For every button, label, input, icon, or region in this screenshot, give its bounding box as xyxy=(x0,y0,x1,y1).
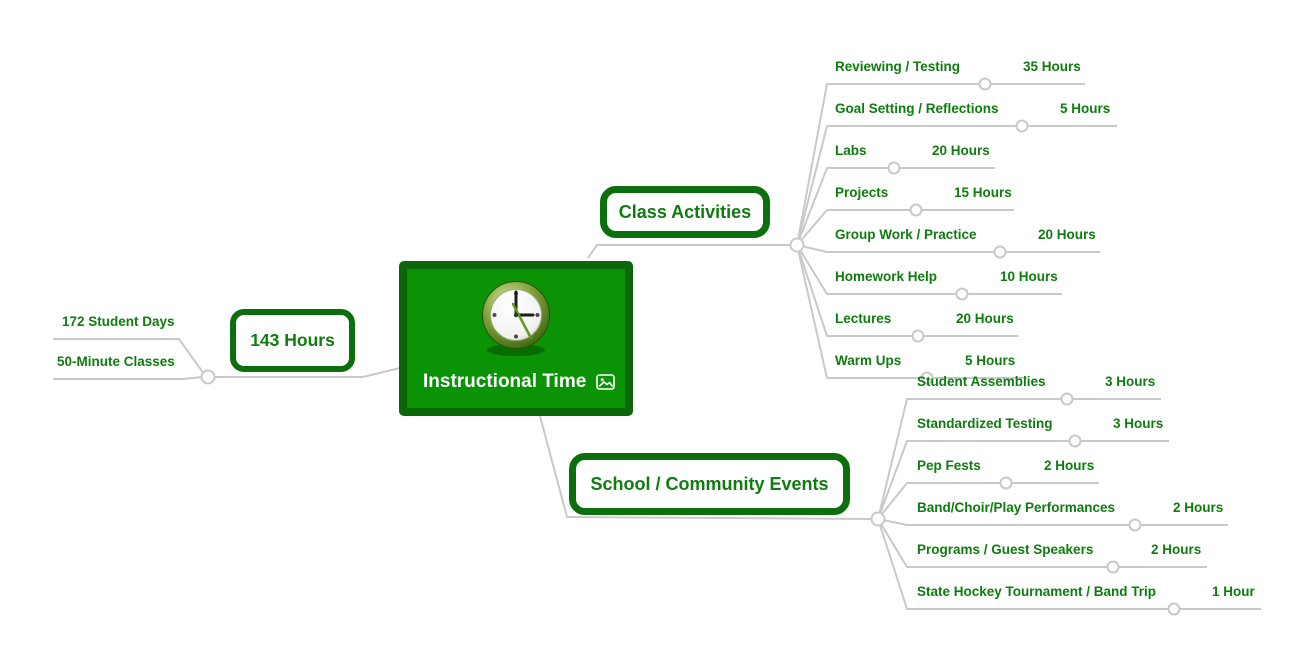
root-node-instructional-time[interactable]: Instructional Time xyxy=(399,261,633,416)
branch-connector xyxy=(587,244,792,259)
branch-node-school-community-events[interactable]: School / Community Events xyxy=(569,453,850,515)
child-toggle[interactable] xyxy=(911,329,925,343)
branch-node-143-hours[interactable]: 143 Hours xyxy=(230,309,355,372)
child-node-label[interactable]: Group Work / Practice xyxy=(835,227,977,242)
child-node-label[interactable]: Lectures xyxy=(835,311,892,326)
child-connector xyxy=(796,244,1100,253)
child-connector xyxy=(877,518,1261,610)
child-node-label[interactable]: Standardized Testing xyxy=(917,416,1053,431)
branch-node-label: 143 Hours xyxy=(250,330,335,350)
child-connector xyxy=(796,244,1062,295)
child-connector xyxy=(877,440,1169,520)
child-node-value[interactable]: 10 Hours xyxy=(1000,269,1058,284)
child-node-label[interactable]: Programs / Guest Speakers xyxy=(917,542,1094,557)
child-node-value[interactable]: 5 Hours xyxy=(1060,101,1111,116)
branch-connector xyxy=(53,338,205,375)
branch-toggle[interactable] xyxy=(789,237,805,253)
child-node-label[interactable]: State Hockey Tournament / Band Trip xyxy=(917,584,1157,599)
branch-node-class-activities[interactable]: Class Activities xyxy=(600,186,770,238)
child-node-value[interactable]: 1 Hour xyxy=(1212,584,1255,599)
branch-node-label: School / Community Events xyxy=(590,473,829,494)
child-toggle[interactable] xyxy=(978,77,992,91)
child-node-value[interactable]: 5 Hours xyxy=(965,353,1016,368)
child-node-value[interactable]: 2 Hours xyxy=(1044,458,1095,473)
child-toggle[interactable] xyxy=(887,161,901,175)
child-node-label[interactable]: Student Assemblies xyxy=(917,374,1046,389)
root-node-label: Instructional Time xyxy=(423,371,587,392)
child-connector xyxy=(796,83,1085,246)
child-node-label[interactable]: Goal Setting / Reflections xyxy=(835,101,999,116)
child-toggle[interactable] xyxy=(993,245,1007,259)
image-icon[interactable] xyxy=(596,374,616,390)
child-node-value[interactable]: 35 Hours xyxy=(1023,59,1081,74)
child-node-label[interactable]: Labs xyxy=(835,143,867,158)
child-toggle[interactable] xyxy=(999,476,1013,490)
child-connector xyxy=(796,244,1027,379)
child-connector xyxy=(796,209,1014,246)
child-node-value[interactable]: 2 Hours xyxy=(1151,542,1202,557)
child-node-value[interactable]: 20 Hours xyxy=(932,143,990,158)
child-node-label[interactable]: 172 Student Days xyxy=(62,314,175,329)
child-node-label[interactable]: Reviewing / Testing xyxy=(835,59,961,74)
child-node-label[interactable]: Warm Ups xyxy=(835,353,902,368)
child-toggle[interactable] xyxy=(1015,119,1029,133)
child-connector xyxy=(877,398,1161,520)
child-connector xyxy=(877,482,1099,520)
child-node-label[interactable]: 50-Minute Classes xyxy=(57,354,175,369)
child-node-value[interactable]: 20 Hours xyxy=(1038,227,1096,242)
child-node-value[interactable]: 3 Hours xyxy=(1113,416,1164,431)
child-node-label[interactable]: Pep Fests xyxy=(917,458,981,473)
child-toggle[interactable] xyxy=(1167,602,1181,616)
child-toggle[interactable] xyxy=(909,203,923,217)
child-toggle[interactable] xyxy=(1106,560,1120,574)
child-node-label[interactable]: Band/Choir/Play Performances xyxy=(917,500,1116,515)
child-node-value[interactable]: 2 Hours xyxy=(1173,500,1224,515)
child-node-label[interactable]: Homework Help xyxy=(835,269,938,284)
branch-node-label: Class Activities xyxy=(618,201,752,222)
clock-image[interactable] xyxy=(471,277,561,361)
child-toggle[interactable] xyxy=(1128,518,1142,532)
child-toggle[interactable] xyxy=(920,371,934,385)
child-toggle[interactable] xyxy=(955,287,969,301)
branch-connector xyxy=(539,415,874,520)
child-node-label[interactable]: Projects xyxy=(835,185,889,200)
branch-toggle[interactable] xyxy=(870,511,886,527)
branch-connector xyxy=(214,367,401,378)
child-node-value[interactable]: 3 Hours xyxy=(1105,374,1156,389)
branch-toggle[interactable] xyxy=(200,369,216,385)
child-toggle[interactable] xyxy=(1060,392,1074,406)
child-connector xyxy=(796,244,1018,337)
child-toggle[interactable] xyxy=(1068,434,1082,448)
child-node-value[interactable]: 20 Hours xyxy=(956,311,1014,326)
branch-connector xyxy=(53,376,203,380)
child-node-value[interactable]: 15 Hours xyxy=(954,185,1012,200)
child-connector xyxy=(877,518,1228,526)
child-connector xyxy=(796,167,995,246)
